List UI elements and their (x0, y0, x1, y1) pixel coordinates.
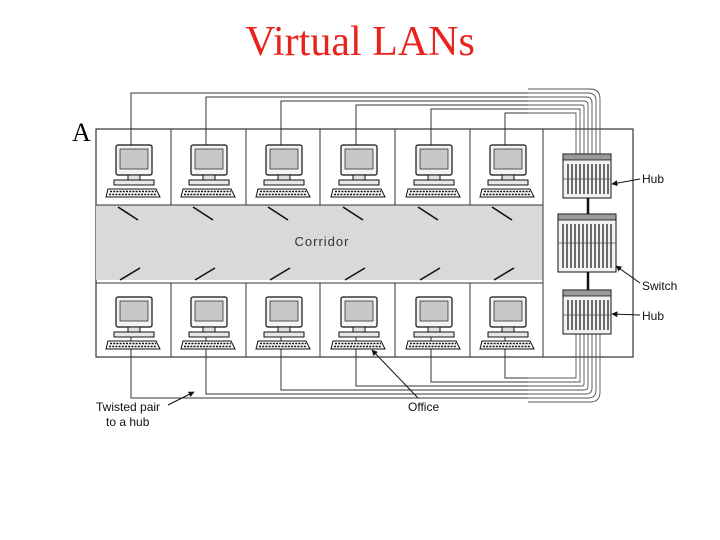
computer (330, 144, 386, 198)
corridor-label: Corridor (295, 234, 350, 249)
computer (479, 144, 535, 198)
top-doors (117, 206, 513, 221)
office-arrow (371, 349, 419, 399)
twisted-pair-label-line1: Twisted pair (96, 400, 160, 414)
bottom-cables (130, 335, 528, 399)
bottom-office-walls (96, 282, 543, 357)
top-office-walls (96, 129, 544, 357)
computer (479, 296, 535, 350)
hub-bottom-label: Hub (642, 309, 664, 323)
top-cables (130, 92, 528, 145)
corridor (96, 205, 543, 280)
computer (180, 296, 236, 350)
top-cable-bundle (528, 88, 601, 160)
bottom-cable-bundle (528, 330, 601, 403)
computer (330, 296, 386, 350)
top-hub (562, 153, 612, 199)
computer (405, 144, 461, 198)
computer (405, 296, 461, 350)
computer (255, 296, 311, 350)
switch-arrow (615, 265, 641, 284)
hub-top-label: Hub (642, 172, 664, 186)
hub-bottom-arrow (611, 311, 641, 318)
corner-letter: A (72, 118, 91, 147)
office-label: Office (408, 400, 439, 414)
slide-title: Virtual LANs (245, 19, 475, 65)
twisted-pair-label-line2: to a hub (106, 415, 150, 429)
network-rack (557, 153, 617, 335)
computer (105, 296, 161, 350)
bottom-doors (119, 267, 515, 281)
computer (255, 144, 311, 198)
hub-top-arrow (611, 178, 641, 187)
twisted-pair-arrow (167, 391, 195, 406)
switch-label: Switch (642, 279, 677, 293)
computer (105, 144, 161, 198)
computer (180, 144, 236, 198)
switch-unit (557, 213, 617, 273)
bottom-hub (562, 289, 612, 335)
